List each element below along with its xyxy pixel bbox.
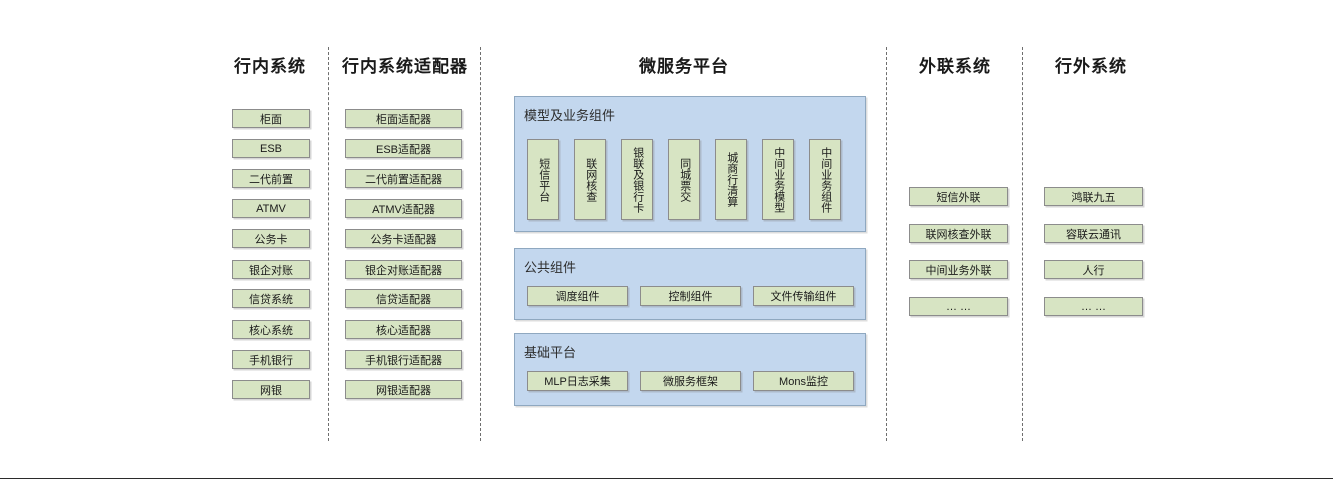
- panel-base-platform: [514, 333, 866, 406]
- node-in-bank-system[interactable]: 网银: [232, 380, 310, 399]
- column-separator-1: [328, 47, 329, 441]
- node-outside-bank-system[interactable]: … …: [1044, 297, 1143, 316]
- node-outside-bank-system[interactable]: 人行: [1044, 260, 1143, 279]
- node-common-component[interactable]: 调度组件: [527, 286, 628, 306]
- node-in-bank-system[interactable]: 二代前置: [232, 169, 310, 188]
- bottom-divider: [0, 478, 1333, 479]
- node-model-component[interactable]: 中间业务模型: [762, 139, 794, 220]
- node-outside-bank-system[interactable]: 容联云通讯: [1044, 224, 1143, 243]
- column-title-adapters: 行内系统适配器: [342, 57, 468, 76]
- node-adapter[interactable]: 核心适配器: [345, 320, 462, 339]
- node-in-bank-system[interactable]: ESB: [232, 139, 310, 158]
- column-title-in-bank: 行内系统: [234, 57, 306, 76]
- node-common-component[interactable]: 控制组件: [640, 286, 741, 306]
- node-in-bank-system[interactable]: 公务卡: [232, 229, 310, 248]
- node-model-component[interactable]: 同城票交: [668, 139, 700, 220]
- node-adapter[interactable]: ATMV适配器: [345, 199, 462, 218]
- node-in-bank-system[interactable]: 核心系统: [232, 320, 310, 339]
- panel-title-base-platform: 基础平台: [524, 345, 577, 360]
- node-adapter[interactable]: 二代前置适配器: [345, 169, 462, 188]
- column-title-external-link: 外联系统: [919, 57, 991, 76]
- node-common-component[interactable]: 文件传输组件: [753, 286, 854, 306]
- node-model-component[interactable]: 城商行清算: [715, 139, 747, 220]
- node-adapter[interactable]: ESB适配器: [345, 139, 462, 158]
- node-adapter[interactable]: 信贷适配器: [345, 289, 462, 308]
- panel-title-common-components: 公共组件: [524, 260, 577, 275]
- node-adapter[interactable]: 公务卡适配器: [345, 229, 462, 248]
- node-adapter[interactable]: 柜面适配器: [345, 109, 462, 128]
- node-base-component[interactable]: 微服务框架: [640, 371, 741, 391]
- node-in-bank-system[interactable]: ATMV: [232, 199, 310, 218]
- node-model-component[interactable]: 联网核查: [574, 139, 606, 220]
- node-in-bank-system[interactable]: 信贷系统: [232, 289, 310, 308]
- node-external-link-system[interactable]: 短信外联: [909, 187, 1008, 206]
- node-base-component[interactable]: Mons监控: [753, 371, 854, 391]
- column-title-microservice-platform: 微服务平台: [639, 57, 729, 76]
- node-model-component[interactable]: 短信平台: [527, 139, 559, 220]
- node-outside-bank-system[interactable]: 鸿联九五: [1044, 187, 1143, 206]
- node-in-bank-system[interactable]: 手机银行: [232, 350, 310, 369]
- node-external-link-system[interactable]: 中间业务外联: [909, 260, 1008, 279]
- node-adapter[interactable]: 网银适配器: [345, 380, 462, 399]
- node-base-component[interactable]: MLP日志采集: [527, 371, 628, 391]
- node-model-component[interactable]: 银联及银行卡: [621, 139, 653, 220]
- node-adapter[interactable]: 银企对账适配器: [345, 260, 462, 279]
- panel-title-model-and-business-components: 模型及业务组件: [524, 108, 616, 123]
- node-adapter[interactable]: 手机银行适配器: [345, 350, 462, 369]
- column-separator-2: [480, 47, 481, 441]
- node-external-link-system[interactable]: … …: [909, 297, 1008, 316]
- column-separator-4: [1022, 47, 1023, 441]
- node-in-bank-system[interactable]: 银企对账: [232, 260, 310, 279]
- column-title-outside-bank: 行外系统: [1055, 57, 1127, 76]
- node-external-link-system[interactable]: 联网核查外联: [909, 224, 1008, 243]
- node-model-component[interactable]: 中间业务组件: [809, 139, 841, 220]
- column-separator-3: [886, 47, 887, 441]
- panel-common-components: [514, 248, 866, 320]
- node-in-bank-system[interactable]: 柜面: [232, 109, 310, 128]
